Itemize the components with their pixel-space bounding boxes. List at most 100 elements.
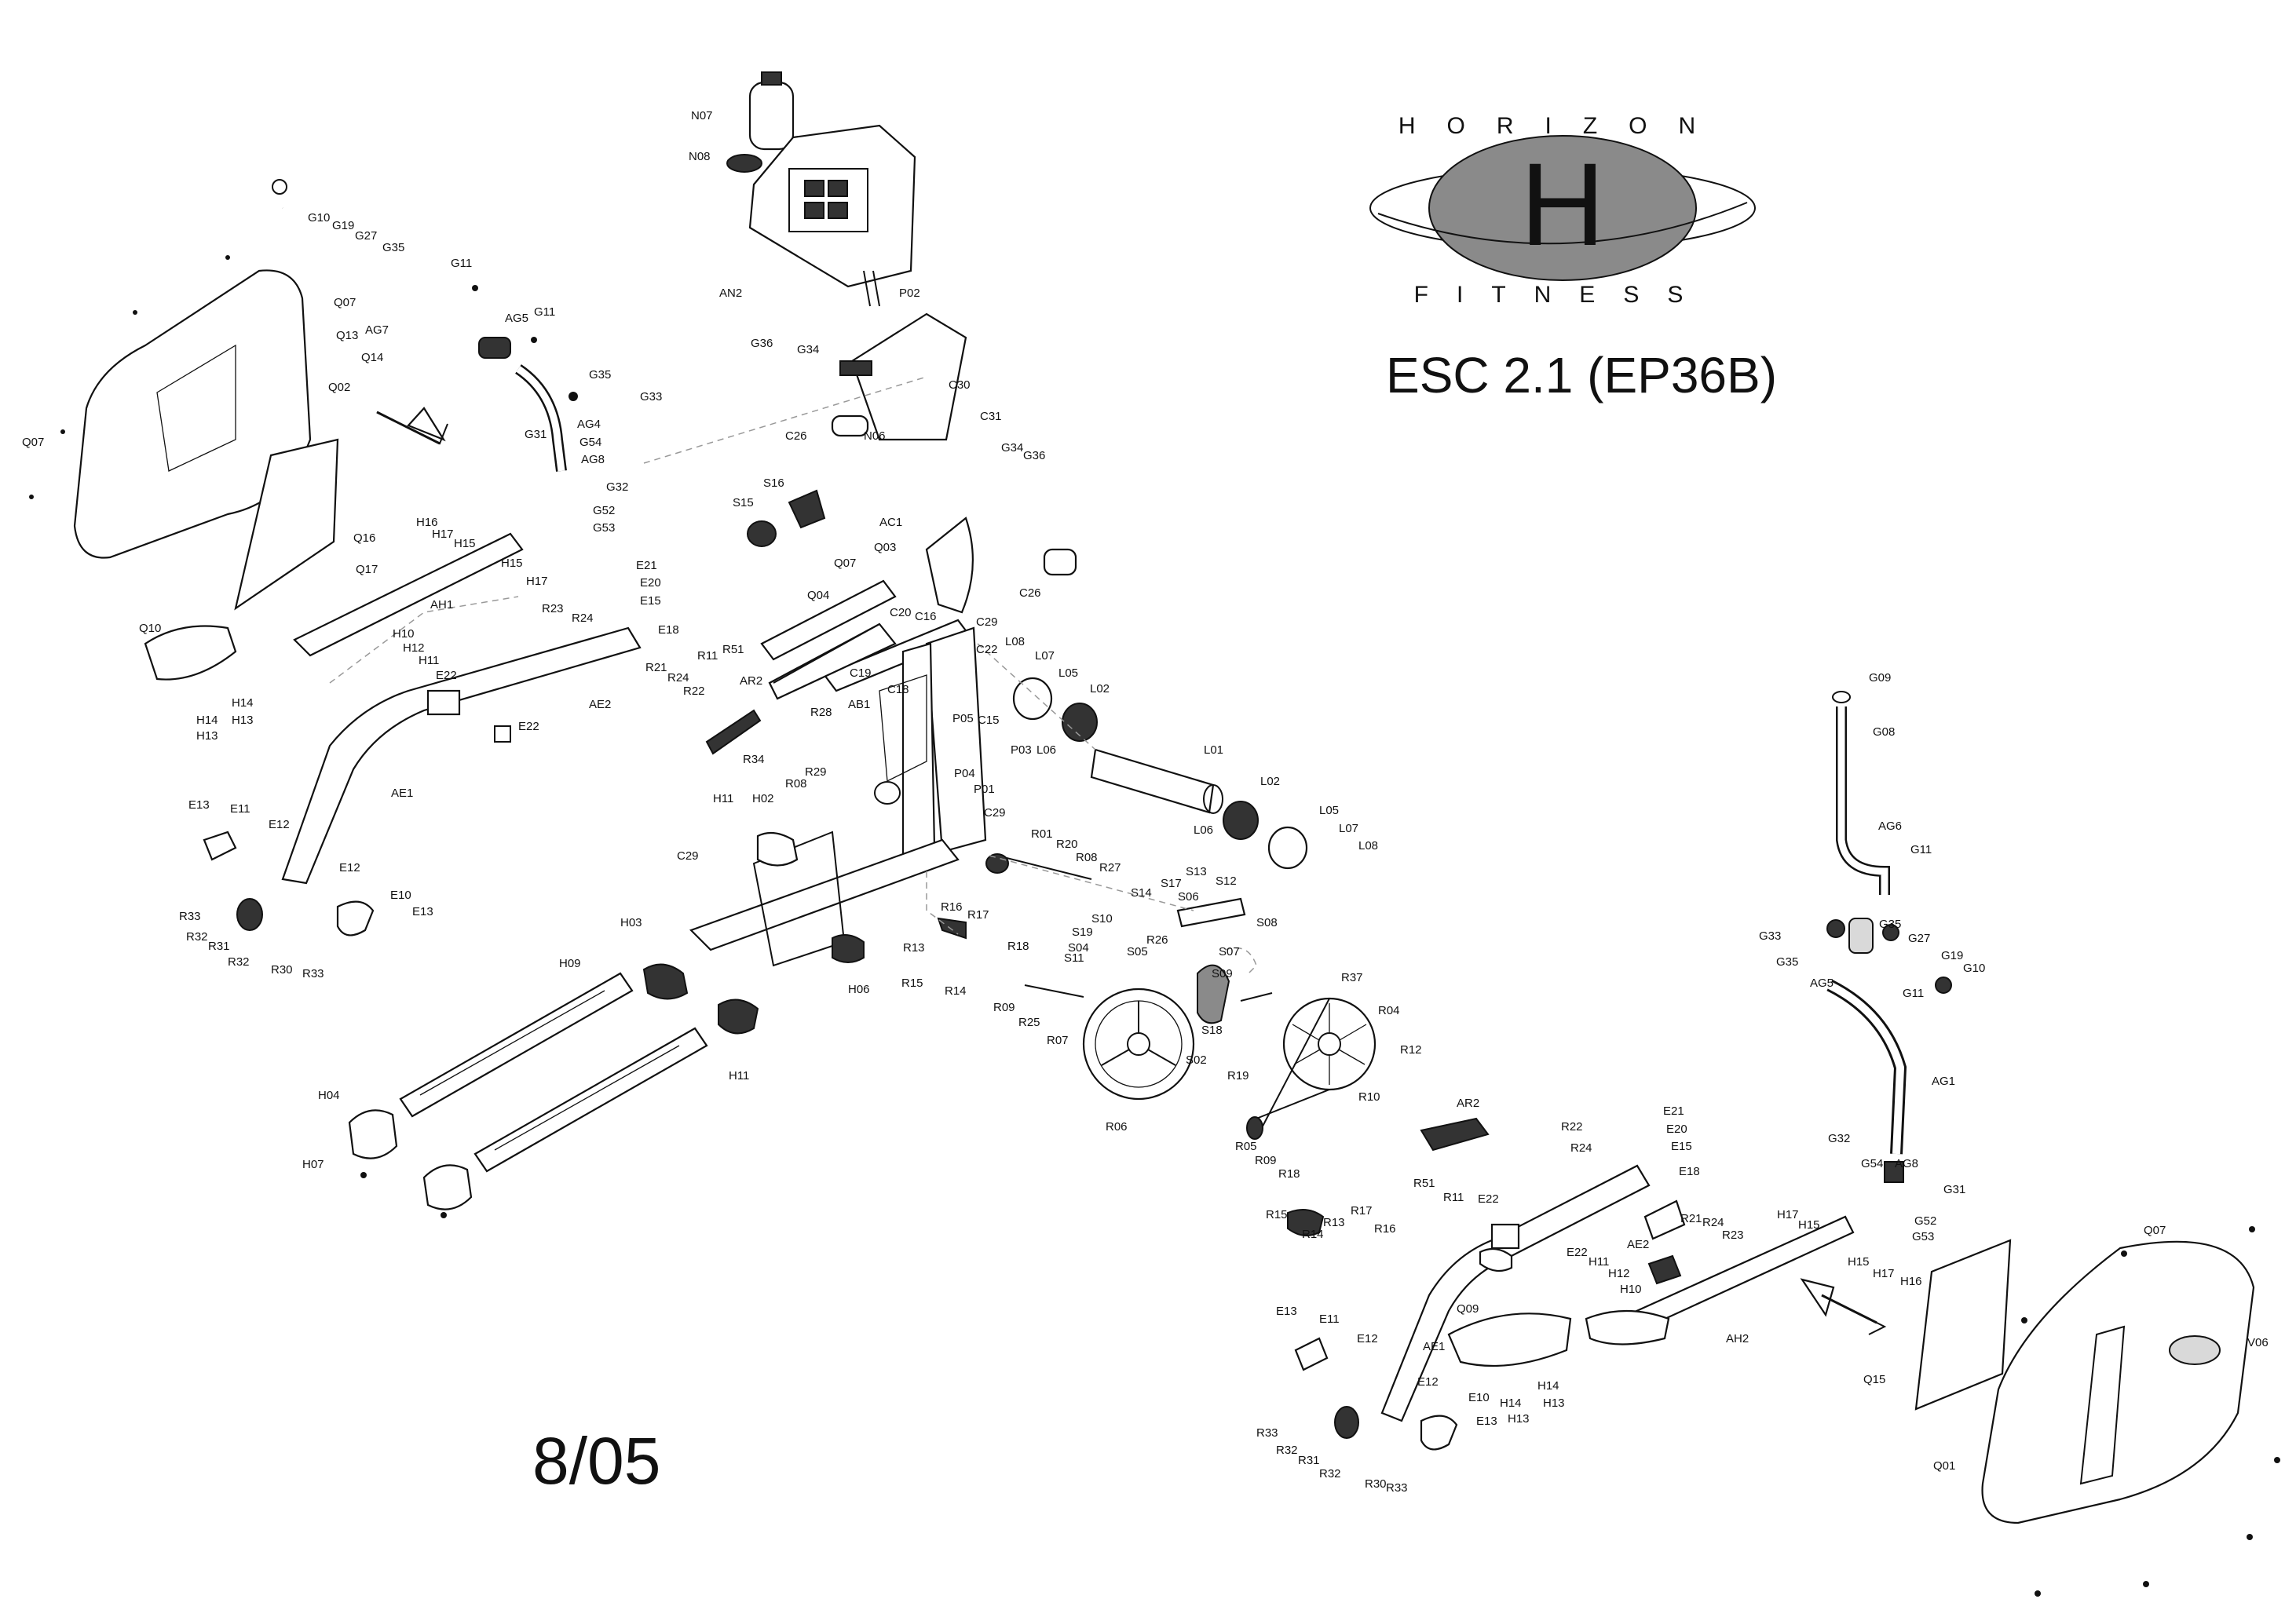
part-label: C26 — [1019, 586, 1041, 600]
part-label: AG8 — [1895, 1157, 1918, 1170]
flywheel-spokes-icon — [1101, 1001, 1176, 1066]
guide-line-icon — [926, 871, 959, 935]
part-label: Q07 — [834, 557, 856, 570]
clip-icon — [839, 360, 872, 376]
screw-icon — [531, 337, 537, 343]
part-label: H13 — [232, 714, 254, 727]
part-label: S06 — [1178, 890, 1199, 904]
part-label: AG8 — [581, 453, 605, 466]
wheel-cap-icon — [203, 831, 237, 861]
part-label: R24 — [667, 671, 689, 685]
arm-bracket-icon — [426, 689, 461, 716]
part-label: R31 — [208, 940, 230, 953]
part-label: R24 — [1702, 1216, 1724, 1229]
bracket-E18-icon — [1643, 1199, 1686, 1240]
part-label: R22 — [1561, 1120, 1583, 1134]
part-label: S19 — [1072, 926, 1093, 939]
part-label: E18 — [658, 623, 679, 637]
bushing-E22-icon — [1479, 1247, 1513, 1272]
part-label: H14 — [196, 714, 218, 727]
part-label: H12 — [1608, 1267, 1630, 1280]
part-label: Q17 — [356, 563, 378, 576]
part-label: G53 — [1912, 1230, 1934, 1243]
pivot-bushing-icon — [478, 337, 511, 359]
screw-icon — [2247, 1534, 2253, 1540]
frame-base-rail-icon — [689, 838, 960, 951]
part-label: L08 — [1005, 635, 1025, 648]
part-label: R30 — [1365, 1477, 1387, 1491]
part-label: AG5 — [505, 312, 528, 325]
part-label: S15 — [733, 496, 754, 509]
fasteners — [29, 255, 2280, 1597]
main-frame-assembly — [689, 312, 1077, 967]
screw-icon — [60, 429, 65, 434]
bracket-S13-icon — [1176, 897, 1246, 928]
part-label: H13 — [196, 729, 218, 743]
part-label: R23 — [542, 602, 564, 615]
part-label: H13 — [1508, 1412, 1530, 1426]
part-label: Q04 — [807, 589, 829, 602]
part-label: H10 — [1620, 1283, 1642, 1296]
part-label: R17 — [1351, 1204, 1373, 1218]
left-lower-arm-icon — [281, 626, 642, 885]
part-label: H10 — [393, 627, 415, 641]
axle-L01-icon — [1090, 748, 1215, 814]
right-shroud-assembly — [1914, 1239, 2255, 1524]
rear-upright-icon — [925, 626, 987, 853]
model-title: ESC 2.1 (EP36B) — [1386, 347, 1777, 403]
part-label: C29 — [984, 806, 1006, 820]
front-cover-AC1-icon — [925, 517, 974, 614]
crank-link-icon — [705, 709, 762, 755]
part-label: R33 — [179, 910, 201, 923]
right-pedal-Q09-icon — [1447, 1312, 1572, 1367]
part-label: E12 — [269, 818, 290, 831]
part-label: Q07 — [2144, 1224, 2166, 1237]
screw-icon — [133, 310, 137, 315]
part-label: R25 — [1018, 1016, 1040, 1029]
left-pedal-icon — [144, 625, 237, 681]
part-label: E12 — [1417, 1375, 1439, 1389]
bolt-R14-icon — [1287, 1209, 1325, 1236]
part-label: H11 — [1589, 1255, 1609, 1269]
wheel-cap-E10-icon — [1420, 1415, 1458, 1451]
part-label: S07 — [1219, 945, 1240, 958]
guide-line-icon — [643, 376, 927, 464]
part-label: Q01 — [1933, 1459, 1955, 1473]
part-label: Q14 — [361, 351, 383, 364]
part-label: AH2 — [1726, 1332, 1749, 1345]
screw-icon — [2143, 1581, 2149, 1587]
part-label: P01 — [974, 783, 995, 796]
part-label: AE1 — [391, 787, 413, 800]
part-label: E20 — [1666, 1123, 1687, 1136]
part-label: AH1 — [430, 598, 453, 612]
part-label: H15 — [501, 557, 523, 570]
part-label: R33 — [302, 967, 324, 980]
part-label: V06 — [2247, 1336, 2269, 1349]
left-side-cover-icon — [234, 438, 339, 611]
part-label: R11 — [1443, 1191, 1464, 1204]
part-label: C26 — [785, 429, 807, 443]
bearing-L02-icon — [1062, 703, 1098, 742]
part-label: R15 — [1266, 1208, 1288, 1221]
part-label: G09 — [1869, 671, 1891, 685]
part-label: C31 — [980, 410, 1002, 423]
bushing-C26-icon — [831, 414, 869, 437]
part-label: G33 — [1759, 929, 1781, 943]
part-label: G52 — [1914, 1214, 1936, 1228]
part-label: H14 — [232, 696, 254, 710]
part-label: R21 — [1680, 1212, 1702, 1225]
part-label: R21 — [645, 661, 667, 674]
screw-icon — [2274, 1457, 2280, 1463]
end-cap-icon — [832, 934, 865, 963]
bushing-icon — [1647, 1254, 1682, 1285]
part-label: C15 — [978, 714, 1000, 727]
bolt-R13-icon — [937, 917, 967, 940]
part-labels: N07 N08 AN2 P02 G10 G19 G27 G35 G11 AG5 … — [22, 109, 2269, 1495]
part-label: E13 — [188, 798, 210, 812]
flywheel-R06-icon — [1082, 988, 1195, 1101]
bottle-holder-icon — [726, 154, 762, 173]
part-label: R31 — [1298, 1454, 1320, 1467]
part-label: G31 — [1943, 1183, 1965, 1196]
part-label: R09 — [993, 1001, 1015, 1014]
part-label: G53 — [593, 521, 615, 535]
